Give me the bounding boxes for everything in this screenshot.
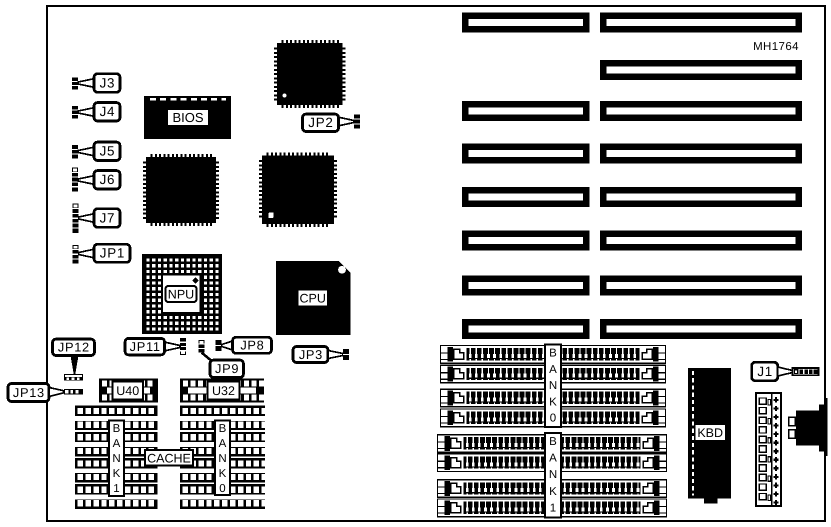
svg-text:N: N [549,380,557,392]
svg-text:J3: J3 [100,75,116,90]
svg-text:B: B [219,423,227,435]
svg-text:CPU: CPU [299,292,325,306]
svg-text:1: 1 [550,502,556,514]
svg-text:JP12: JP12 [58,340,90,355]
svg-text:BIOS: BIOS [172,110,203,125]
svg-text:JP8: JP8 [240,338,264,353]
svg-text:J4: J4 [100,104,116,119]
svg-text:J6: J6 [100,172,116,187]
svg-text:J1: J1 [757,364,773,379]
svg-text:J7: J7 [100,210,116,225]
svg-text:JP3: JP3 [299,347,323,362]
svg-text:K: K [549,396,557,408]
svg-text:NPU: NPU [168,287,194,301]
svg-text:U40: U40 [116,384,139,398]
svg-text:CACHE: CACHE [147,451,191,465]
svg-text:A: A [219,438,227,450]
svg-text:MH1764: MH1764 [753,41,799,53]
svg-text:A: A [113,438,121,450]
svg-text:KBD: KBD [697,426,723,440]
svg-text:A: A [549,453,557,465]
svg-text:0: 0 [550,413,556,425]
svg-text:1: 1 [113,483,119,495]
svg-text:B: B [549,348,557,360]
svg-text:N: N [112,453,120,465]
svg-text:K: K [219,468,227,480]
svg-text:JP13: JP13 [13,385,45,400]
svg-text:0: 0 [219,483,225,495]
svg-text:K: K [113,468,121,480]
svg-text:N: N [549,469,557,481]
svg-text:B: B [549,436,557,448]
svg-text:JP2: JP2 [308,115,333,130]
svg-text:JP1: JP1 [100,246,125,261]
svg-text:JP9: JP9 [215,361,239,376]
svg-text:JP11: JP11 [130,339,161,354]
svg-text:B: B [113,423,121,435]
svg-text:K: K [549,486,557,498]
svg-text:A: A [549,364,557,376]
svg-text:U32: U32 [212,384,235,398]
svg-text:J5: J5 [100,144,116,159]
svg-text:N: N [218,453,226,465]
